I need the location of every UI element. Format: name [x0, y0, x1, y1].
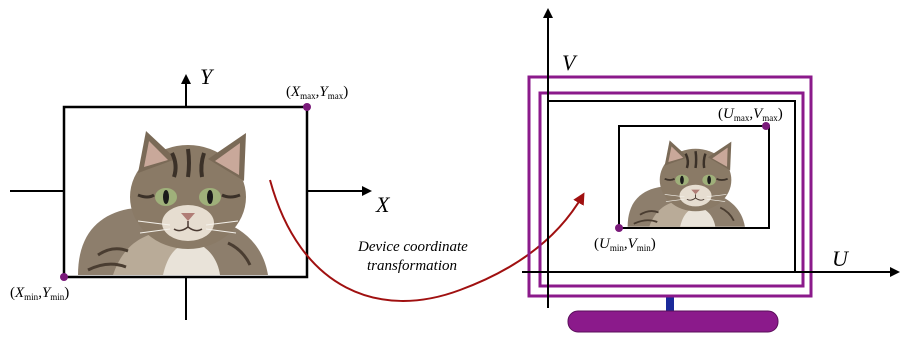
- monitor-stand-neck: [666, 296, 674, 320]
- monitor-inner-frame: [538, 91, 805, 288]
- window-max-label: (Xmax,Ymax): [286, 84, 348, 101]
- device-coordinate-panel: V U (Umax,Vmax) (Umin,Vmin): [522, 8, 900, 333]
- x-axis-label: X: [375, 192, 391, 217]
- window-min-label: (Xmin,Ymin): [10, 285, 69, 302]
- world-coordinate-panel: X Y (Xmax,Ymax) (Xmin,Ymin): [10, 64, 391, 320]
- transformation-arrow: Device coordinate transformation: [269, 179, 585, 302]
- window-rectangle: [62, 105, 309, 279]
- monitor-icon: [527, 75, 813, 298]
- viewport-min-label: (Umin,Vmin): [594, 236, 656, 253]
- viewport-rectangle: [618, 125, 770, 229]
- u-axis-label: U: [832, 246, 850, 271]
- transformation-label-line2: transformation: [367, 258, 457, 274]
- viewport-max-label: (Umax,Vmax): [718, 106, 783, 123]
- transformation-label-line1: Device coordinate: [357, 239, 468, 255]
- v-axis-label: V: [562, 50, 578, 75]
- window-min-corner-dot: [60, 273, 68, 281]
- viewport-max-corner-dot: [762, 122, 770, 130]
- y-axis-label: Y: [200, 64, 215, 89]
- window-max-corner-dot: [303, 103, 311, 111]
- viewport-min-corner-dot: [615, 224, 623, 232]
- transformation-curve: [269, 179, 585, 302]
- monitor-outer-frame: [527, 75, 813, 298]
- monitor-stand-base: [567, 310, 779, 333]
- screen-rectangle: [548, 100, 796, 272]
